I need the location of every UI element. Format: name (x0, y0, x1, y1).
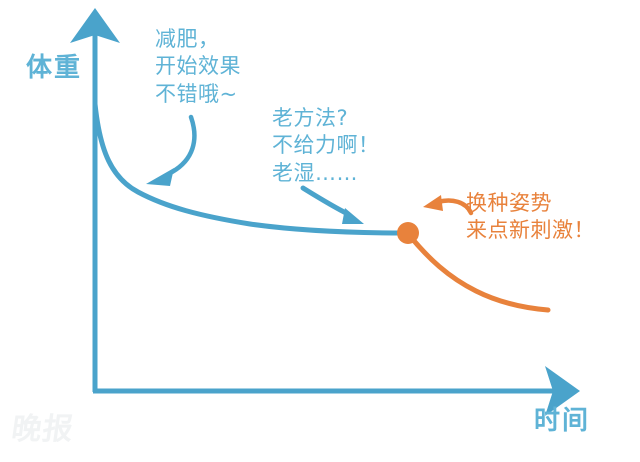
watermark-logo: 晚报 (9, 412, 77, 447)
annotation-phase2-text: 老方法? 不给力啊！ 老湿…… (272, 106, 380, 185)
series-line-new-method (407, 233, 551, 313)
y-axis-label: 体重 (26, 53, 83, 83)
annotation-phase3-text: 换种姿势 来点新刺激！ (466, 191, 595, 243)
annotation-phase1-text: 减肥， 开始效果 不错哦~ (155, 27, 241, 106)
annotation-arrow-1 (146, 114, 197, 186)
x-axis-label: 时间 (534, 406, 591, 436)
series-line-weight-loss (92, 101, 409, 236)
annotation-arrow-2 (300, 185, 364, 224)
turning-point-marker (397, 222, 419, 244)
annotation-arrow-3 (423, 195, 474, 216)
